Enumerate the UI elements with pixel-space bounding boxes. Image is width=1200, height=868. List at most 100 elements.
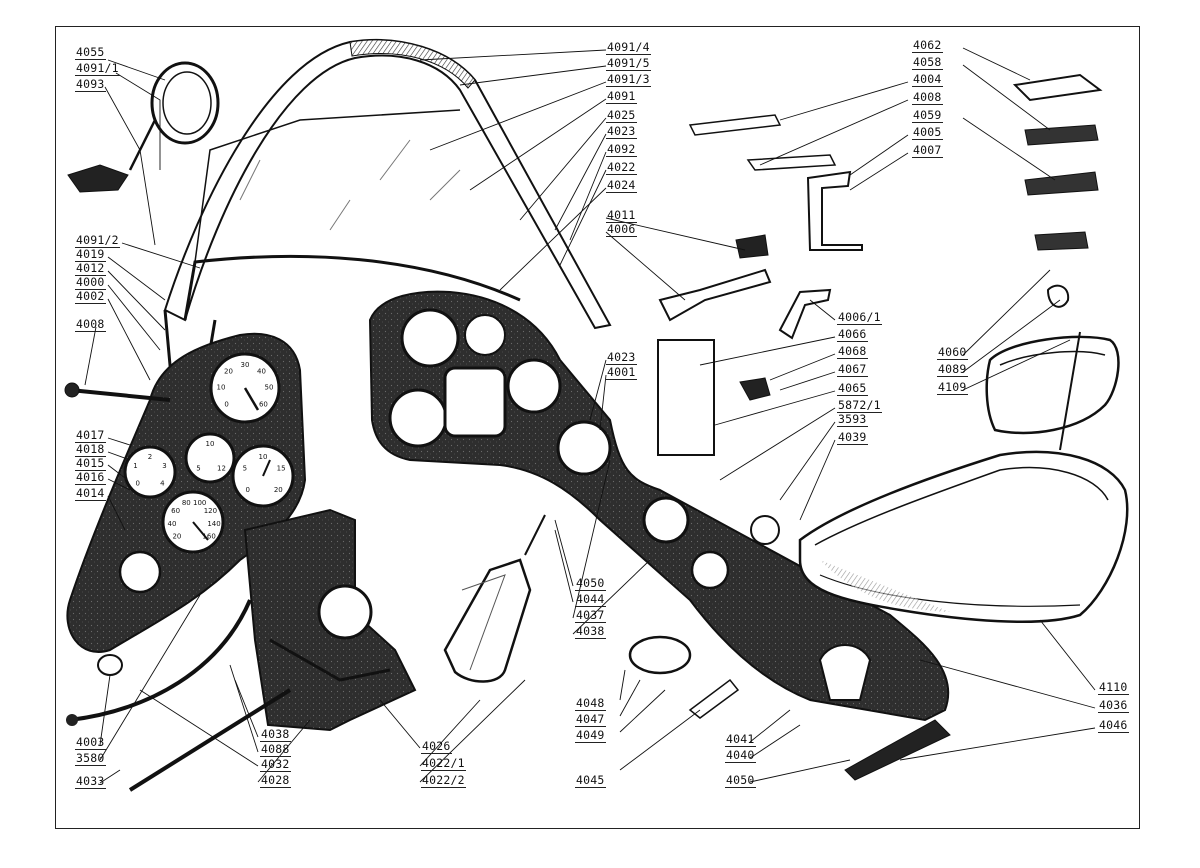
callout-4060: 4060 — [937, 345, 968, 360]
callout-4041: 4041 — [725, 732, 756, 747]
gauge-numeral: 30 — [241, 361, 250, 369]
callout-4008-left: 4008 — [75, 317, 106, 332]
callout-4091: 4091 — [606, 89, 637, 104]
headrest — [985, 331, 1120, 451]
callout-4026: 4026 — [421, 739, 452, 754]
callout-4066: 4066 — [837, 327, 868, 342]
gauge-numeral: 20 — [224, 368, 233, 376]
callout-4006-1: 4006/1 — [837, 310, 882, 325]
gauge-numeral: 100 — [193, 499, 206, 507]
leader-lines — [84, 47, 1096, 784]
gauge-numeral: 0 — [135, 479, 139, 487]
gauge-numeral: 50 — [265, 384, 274, 392]
callout-4017: 4017 — [75, 428, 106, 443]
gauge-clock — [184, 432, 236, 484]
callout-4045: 4045 — [575, 773, 606, 788]
gauge-numeral: 40 — [257, 368, 266, 376]
callout-3593: 3593 — [837, 412, 868, 427]
gauge-numeral: 1 — [133, 462, 137, 470]
callout-4039: 4039 — [837, 430, 868, 445]
callout-4047: 4047 — [575, 712, 606, 727]
gauge-numeral: 3 — [162, 462, 166, 470]
callout-4050-mid: 4050 — [575, 576, 606, 591]
callout-4038-mid: 4038 — [575, 624, 606, 639]
rear-view-mirror — [67, 61, 220, 193]
gauge-numeral: 0 — [245, 486, 249, 494]
seat-cushion — [798, 450, 1129, 624]
callout-4046: 4046 — [1098, 718, 1129, 733]
oxygen-bottle — [443, 514, 546, 683]
diagram-frame — [55, 26, 1140, 829]
callout-4033: 4033 — [75, 774, 106, 789]
callout-4002: 4002 — [75, 289, 106, 304]
callout-4068: 4068 — [837, 344, 868, 359]
gauge-numeral: 4 — [160, 479, 165, 487]
callout-4018: 4018 — [75, 442, 106, 457]
callout-4062: 4062 — [912, 38, 943, 53]
gauge-numeral: 2 — [148, 453, 152, 461]
callout-4040: 4040 — [725, 748, 756, 763]
callout-4110: 4110 — [1098, 680, 1129, 695]
gauge-numeral: 120 — [204, 507, 217, 515]
callout-4049: 4049 — [575, 728, 606, 743]
gauge-fuel — [118, 550, 162, 594]
gauge-numeral: 10 — [217, 384, 226, 392]
gauge-numeral: 0 — [224, 400, 228, 408]
callout-4091-2: 4091/2 — [75, 233, 120, 248]
callout-4011: 4011 — [606, 208, 637, 223]
callout-4023-mid: 4023 — [606, 350, 637, 365]
gauge-numeral: 40 — [168, 520, 177, 528]
callout-4000: 4000 — [75, 275, 106, 290]
callout-4015: 4015 — [75, 456, 106, 471]
gauge-numeral: 60 — [259, 400, 268, 408]
callout-4055: 4055 — [75, 45, 106, 60]
callout-4038-left: 4038 — [260, 727, 291, 742]
callout-4048: 4048 — [575, 696, 606, 711]
gauge-numeral: 160 — [202, 533, 215, 541]
callout-4091-5: 4091/5 — [606, 56, 651, 71]
callout-4059: 4059 — [912, 108, 943, 123]
callout-4037: 4037 — [575, 608, 606, 623]
gauge-horizon — [443, 366, 507, 438]
callout-4093: 4093 — [75, 77, 106, 92]
callout-4028: 4028 — [260, 773, 291, 788]
callout-4012: 4012 — [75, 261, 106, 276]
gauge-numeral: 140 — [207, 520, 220, 528]
callout-4088: 4088 — [260, 742, 291, 757]
callout-4019: 4019 — [75, 247, 106, 262]
callout-4005: 4005 — [912, 125, 943, 140]
gauge-numeral: 20 — [172, 533, 181, 541]
gauge-numeral: 15 — [277, 465, 286, 473]
callout-4065: 4065 — [837, 381, 868, 396]
callout-4032: 4032 — [260, 757, 291, 772]
callout-4050-low: 4050 — [725, 773, 756, 788]
canopy-windscreen — [163, 38, 612, 421]
gauge-small — [123, 445, 177, 499]
callout-4001: 4001 — [606, 365, 637, 380]
callout-4016: 4016 — [75, 470, 106, 485]
center-instrument-panel — [368, 290, 950, 722]
callout-4036: 4036 — [1098, 698, 1129, 713]
callout-4022-1: 4022/1 — [421, 756, 466, 771]
gauge-numeral: 5 — [243, 465, 247, 473]
callout-4025: 4025 — [606, 108, 637, 123]
callout-4004: 4004 — [912, 72, 943, 87]
mounting-brackets — [64, 73, 1103, 792]
callout-5872-1: 5872/1 — [837, 398, 882, 413]
callout-4091-3: 4091/3 — [606, 72, 651, 87]
callout-4023-top: 4023 — [606, 124, 637, 139]
gauge-compass — [400, 308, 460, 368]
callout-4044: 4044 — [575, 592, 606, 607]
callout-4024: 4024 — [606, 178, 637, 193]
callout-4006: 4006 — [606, 222, 637, 237]
gauge-numeral: 80 — [182, 499, 191, 507]
gauge-numeral: 20 — [274, 486, 283, 494]
callout-4007: 4007 — [912, 143, 943, 158]
callout-4109: 4109 — [937, 380, 968, 395]
gauge-numeral: 10 — [206, 440, 215, 448]
callout-4014: 4014 — [75, 486, 106, 501]
callout-4067: 4067 — [837, 362, 868, 377]
left-instrument-panel — [66, 332, 307, 653]
